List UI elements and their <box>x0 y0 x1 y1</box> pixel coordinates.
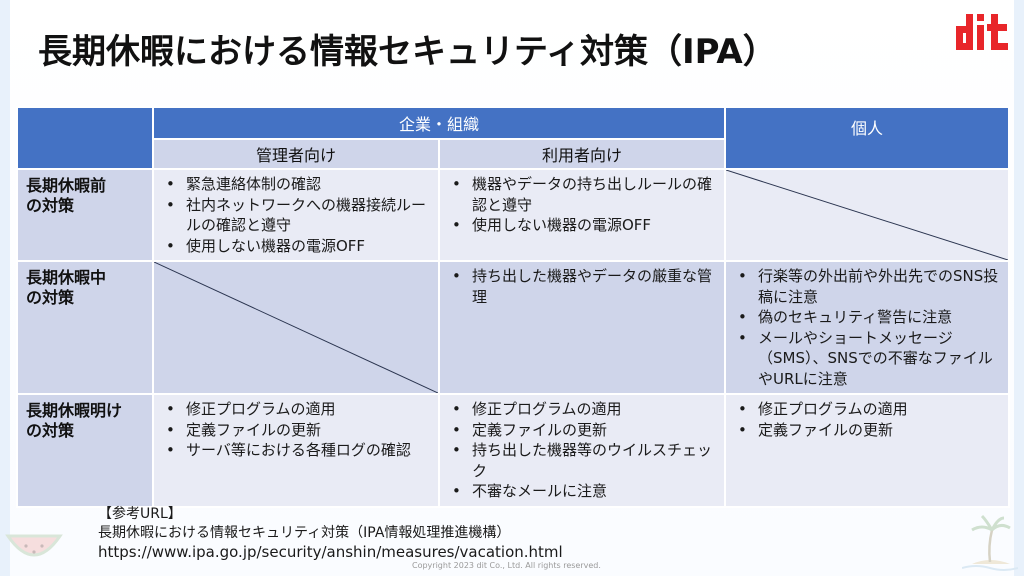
list-item: メールやショートメッセージ（SMS）、SNSでの不審なファイルやURLに注意 <box>732 328 1002 390</box>
row-label-line: 長期休暇中 <box>26 268 107 287</box>
row-label-after: 長期休暇明け の対策 <box>16 393 154 508</box>
cell-after-personal: 修正プログラムの適用 定義ファイルの更新 <box>724 393 1011 508</box>
list-item: 使用しない機器の電源OFF <box>446 215 718 236</box>
header-personal: 個人 <box>724 106 1011 170</box>
list-item: 定義ファイルの更新 <box>160 420 432 441</box>
list-item: 修正プログラムの適用 <box>446 399 718 420</box>
header-org: 企業・組織 <box>151 106 727 140</box>
palm-island-icon <box>962 514 1018 571</box>
list-item: 定義ファイルの更新 <box>732 420 1002 441</box>
list-item: 定義ファイルの更新 <box>446 420 718 441</box>
table-corner-cell <box>16 106 154 170</box>
cell-after-admin: 修正プログラムの適用 定義ファイルの更新 サーバ等における各種ログの確認 <box>152 393 440 508</box>
slide-frame-right <box>1014 0 1024 576</box>
reference-name: 長期休暇における情報セキュリティ対策（IPA情報処理推進機構） <box>98 525 511 541</box>
cell-before-personal-empty <box>724 168 1011 262</box>
list-item: 機器やデータの持ち出しルールの確認と遵守 <box>446 174 718 215</box>
cell-during-personal: 行楽等の外出前や外出先でのSNS投稿に注意 偽のセキュリティ警告に注意 メールや… <box>724 260 1011 395</box>
reference-heading: 【参考URL】 <box>98 506 182 522</box>
cell-after-user: 修正プログラムの適用 定義ファイルの更新 持ち出した機器等のウイルスチェック 不… <box>437 393 727 508</box>
cell-during-user: 持ち出した機器やデータの厳重な管理 <box>437 260 727 395</box>
list-item: サーバ等における各種ログの確認 <box>160 440 432 461</box>
row-label-line: の対策 <box>26 196 75 215</box>
header-admin: 管理者向け <box>152 138 440 170</box>
not-applicable-diagonal <box>154 262 438 393</box>
copyright-text: Copyright 2023 dit Co., Ltd. All rights … <box>412 561 601 570</box>
security-measures-table: 企業・組織 個人 管理者向け 利用者向け 長期休暇前 の対策 緊急連絡体制の確認… <box>16 106 1011 508</box>
slide-title: 長期休暇における情報セキュリティ対策（IPA） <box>38 32 777 72</box>
list-item: 持ち出した機器等のウイルスチェック <box>446 440 718 481</box>
row-label-before: 長期休暇前 の対策 <box>16 168 154 262</box>
row-label-line: の対策 <box>26 421 75 440</box>
list-item: 緊急連絡体制の確認 <box>160 174 432 195</box>
row-label-line: の対策 <box>26 288 75 307</box>
slide-frame-left <box>0 0 10 576</box>
header-user: 利用者向け <box>437 138 727 170</box>
cell-before-admin: 緊急連絡体制の確認 社内ネットワークへの機器接続ルールの確認と遵守 使用しない機… <box>152 168 440 262</box>
row-label-line: 長期休暇明け <box>26 401 123 420</box>
cell-during-admin-empty <box>152 260 440 395</box>
list-item: 偽のセキュリティ警告に注意 <box>732 307 1002 328</box>
watermelon-icon <box>5 534 63 557</box>
list-item: 修正プログラムの適用 <box>160 399 432 420</box>
list-item: 持ち出した機器やデータの厳重な管理 <box>446 266 718 307</box>
dit-logo <box>956 14 1008 50</box>
reference-block: 【参考URL】 長期休暇における情報セキュリティ対策（IPA情報処理推進機構） … <box>98 505 563 562</box>
cell-before-user: 機器やデータの持ち出しルールの確認と遵守 使用しない機器の電源OFF <box>437 168 727 262</box>
list-item: 修正プログラムの適用 <box>732 399 1002 420</box>
list-item: 不審なメールに注意 <box>446 481 718 502</box>
list-item: 社内ネットワークへの機器接続ルールの確認と遵守 <box>160 195 432 236</box>
reference-url-link[interactable]: https://www.ipa.go.jp/security/anshin/me… <box>98 543 563 561</box>
row-label-during: 長期休暇中 の対策 <box>16 260 154 395</box>
row-label-line: 長期休暇前 <box>26 176 107 195</box>
list-item: 使用しない機器の電源OFF <box>160 236 432 257</box>
not-applicable-diagonal <box>726 170 1008 260</box>
list-item: 行楽等の外出前や外出先でのSNS投稿に注意 <box>732 266 1002 307</box>
